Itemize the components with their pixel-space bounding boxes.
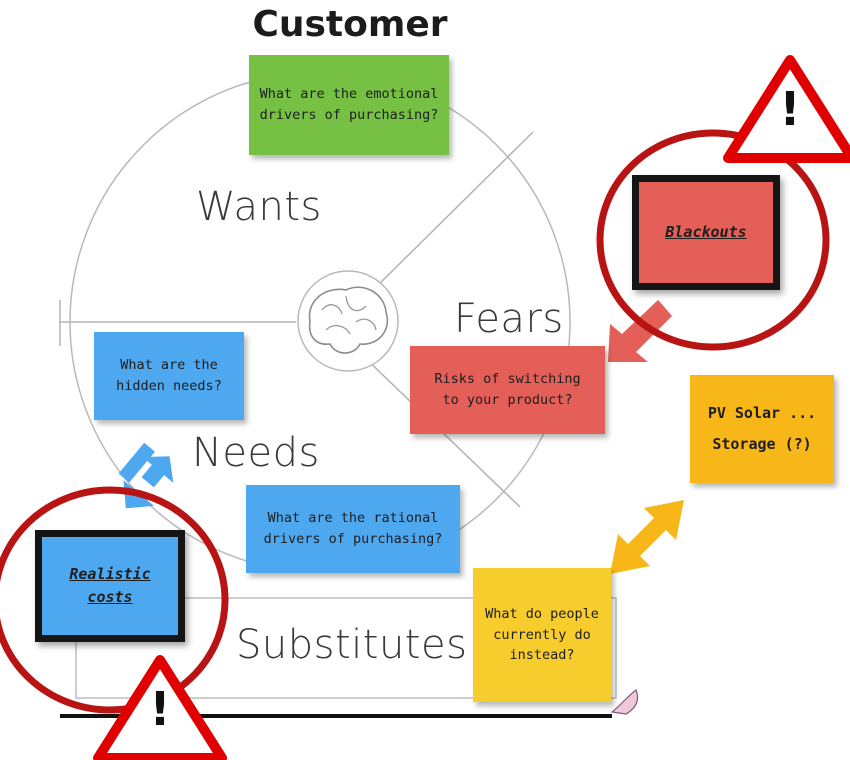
- note-line: What are the: [120, 357, 218, 374]
- note-line: What are the rational: [267, 510, 439, 527]
- doodle-icon: [610, 689, 639, 715]
- highlight-circle-blackouts: [596, 129, 830, 351]
- note-line: Storage (?): [712, 435, 812, 453]
- page-title: Customer: [252, 4, 448, 45]
- segment-wants: Wants: [196, 184, 322, 230]
- warning-icon: [723, 55, 850, 163]
- note-line: PV Solar ...: [707, 403, 817, 422]
- segment-substitutes: Substitutes: [236, 622, 468, 668]
- note-pv-solar: PV Solar ... Storage (?): [690, 375, 834, 483]
- note-rational-drivers: What are the rational drivers of purchas…: [246, 485, 460, 573]
- warning-mark-bottom: !: [149, 682, 171, 736]
- highlight-circle-costs: [0, 486, 229, 714]
- double-arrow-icon: [118, 300, 684, 574]
- note-line: What do people: [485, 605, 599, 622]
- warning-icon: [93, 655, 227, 760]
- brain-icon: [297, 270, 399, 372]
- warning-mark-top: !: [779, 82, 801, 136]
- blackouts-label: Blackouts: [665, 222, 747, 241]
- substitutes-box: [75, 597, 617, 699]
- note-switching-risks: Risks of switching to your product?: [410, 346, 605, 434]
- note-line: currently do: [493, 626, 591, 643]
- note-hidden-needs: What are the hidden needs?: [94, 332, 244, 420]
- note-line: drivers of purchasing?: [259, 107, 439, 123]
- note-blackouts: Blackouts: [632, 175, 780, 290]
- note-emotional-drivers: What are the emotional drivers of purcha…: [249, 55, 449, 155]
- note-line: hidden needs?: [116, 378, 222, 394]
- note-line: Realistic: [69, 564, 151, 583]
- note-current-alternatives: What do people currently do instead?: [473, 568, 611, 702]
- note-realistic-costs: Realistic costs: [35, 530, 185, 642]
- note-line: to your product?: [442, 392, 573, 408]
- divider-upper-right: [374, 131, 534, 289]
- note-line: instead?: [509, 647, 575, 664]
- note-line: drivers of purchasing?: [263, 531, 443, 547]
- segment-fears: Fears: [454, 296, 564, 342]
- note-line: Risks of switching: [434, 371, 581, 388]
- segment-needs: Needs: [192, 430, 320, 476]
- note-line: costs: [87, 588, 133, 606]
- note-line: What are the emotional: [259, 86, 439, 103]
